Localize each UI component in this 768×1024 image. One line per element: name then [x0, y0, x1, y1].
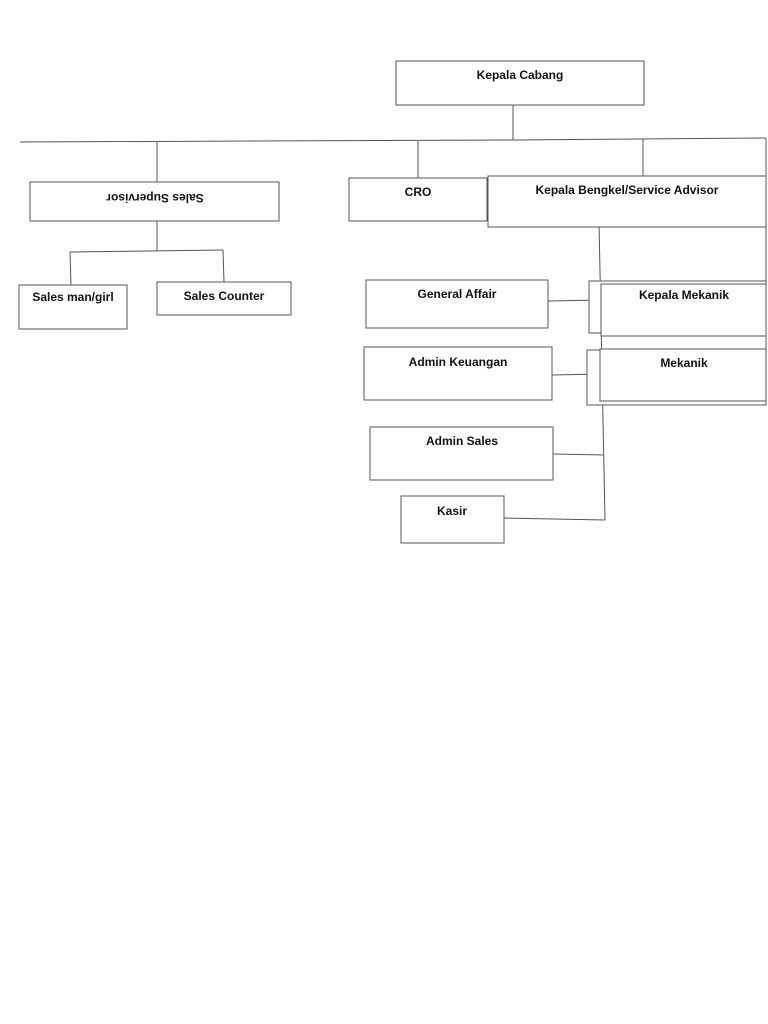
- node-sales-counter-label: Sales Counter: [184, 289, 265, 303]
- node-kepala-cabang-label: Kepala Cabang: [477, 68, 564, 82]
- node-kepala-bengkel-label: Kepala Bengkel/Service Advisor: [536, 183, 719, 197]
- node-mekanik: Mekanik: [586, 348, 767, 406]
- node-admin-keuangan: Admin Keuangan: [363, 346, 553, 401]
- node-kepala-mekanik: Kepala Mekanik: [588, 280, 767, 337]
- node-sales-supervisor-label: Sales Supervisor: [106, 191, 204, 205]
- node-general-affair-label: General Affair: [418, 287, 497, 301]
- connector-to-sales-counter: [222, 249, 225, 283]
- node-admin-keuangan-label: Admin Keuangan: [409, 355, 508, 369]
- connector-to-admin-sales: [552, 453, 605, 456]
- node-sales-man-girl: Sales man/girl: [18, 284, 128, 330]
- node-admin-sales: Admin Sales: [369, 426, 554, 481]
- connector-supervisor-bar: [69, 249, 224, 253]
- node-sales-supervisor: Sales Supervisor: [29, 181, 280, 222]
- node-kepala-mekanik-label: Kepala Mekanik: [639, 288, 729, 302]
- node-kepala-bengkel: Kepala Bengkel/Service Advisor: [487, 175, 767, 228]
- connector-to-kasir: [503, 517, 606, 521]
- node-kepala-cabang: Kepala Cabang: [395, 60, 645, 106]
- node-kasir: Kasir: [400, 495, 505, 544]
- node-general-affair: General Affair: [365, 279, 549, 329]
- node-kasir-label: Kasir: [437, 504, 467, 518]
- node-mekanik-label: Mekanik: [660, 356, 708, 370]
- connector-main-bar: [19, 137, 767, 143]
- node-admin-sales-label: Admin Sales: [426, 434, 498, 448]
- node-cro-label: CRO: [405, 185, 432, 199]
- node-sales-counter: Sales Counter: [156, 281, 292, 316]
- node-sales-man-girl-label: Sales man/girl: [32, 290, 113, 304]
- connector-to-sales-man: [69, 251, 72, 286]
- node-cro: CRO: [348, 177, 488, 222]
